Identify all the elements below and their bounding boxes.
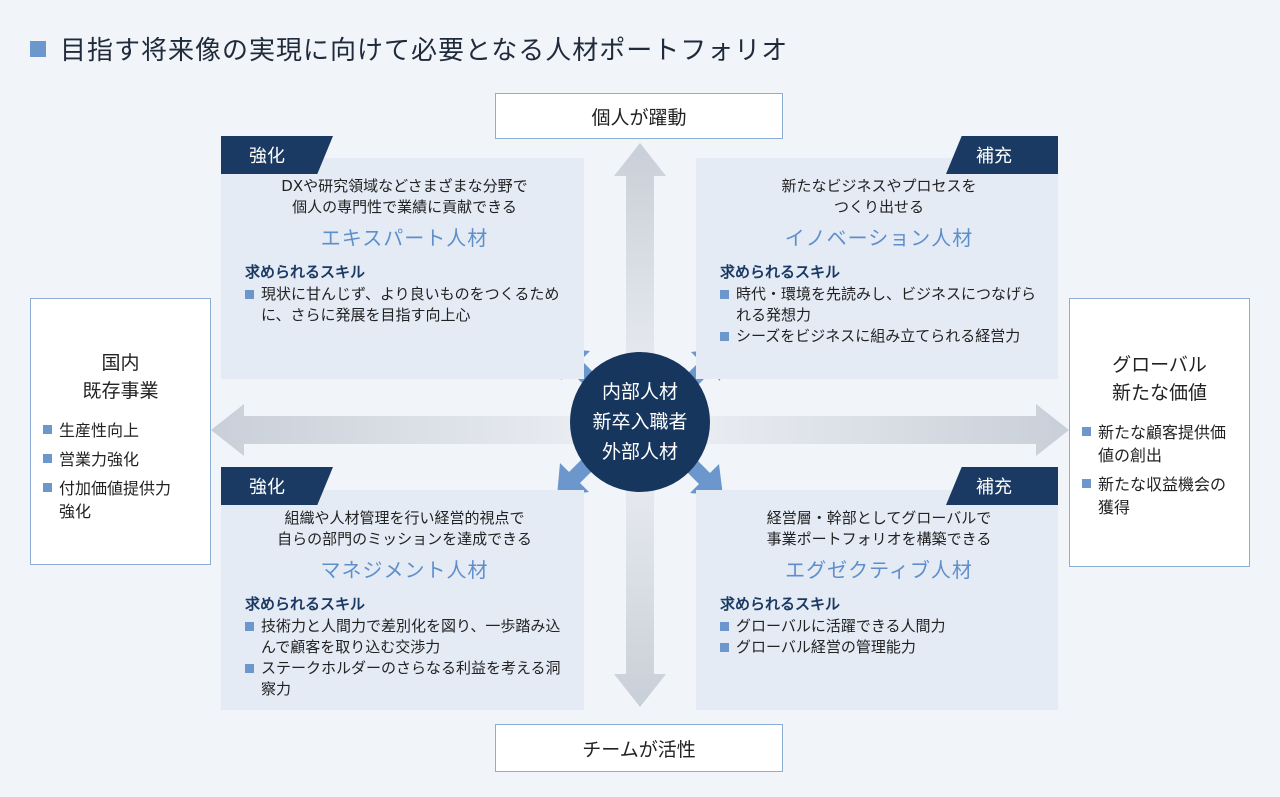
tag-supplement: 補充 bbox=[946, 467, 1058, 505]
talent-type-name: イノベーション人材 bbox=[784, 226, 974, 250]
bullet-square-icon bbox=[720, 290, 729, 299]
list-item: ステークホルダーのさらなる利益を考える洞察力 bbox=[245, 658, 564, 700]
talent-source-circle: 内部人材 新卒入職者 外部人材 bbox=[570, 352, 710, 492]
desc-line: つくり出せる bbox=[833, 198, 924, 216]
bullet-square-icon bbox=[43, 483, 52, 492]
bullet-square-icon bbox=[245, 664, 254, 673]
talent-type-name: マネジメント人材 bbox=[320, 558, 489, 582]
skills-heading: 求められるスキル bbox=[245, 263, 366, 281]
page-title: 目指す将来像の実現に向けて必要となる人材ポートフォリオ bbox=[30, 30, 788, 67]
skill-text: シーズをビジネスに組み立てられる経営力 bbox=[736, 327, 1021, 345]
list-item-text: 営業力強化 bbox=[59, 450, 140, 469]
center-line-new-graduates: 新卒入職者 bbox=[592, 411, 688, 433]
center-line-external: 外部人材 bbox=[601, 441, 678, 463]
skills-list: 時代・環境を先読みし、ビジネスにつなげられる発想力 シーズをビジネスに組み立てら… bbox=[720, 284, 1038, 347]
bullet-square-icon bbox=[1082, 479, 1091, 488]
quadrant-expert: DXや研究領域などさまざまな分野で 個人の専門性で業績に貢献できる エキスパート… bbox=[221, 158, 584, 379]
tag-supplement: 補充 bbox=[946, 136, 1058, 174]
axis-top-label: 個人が躍動 bbox=[495, 93, 783, 139]
quadrant-description: 組織や人材管理を行い経営的視点で 自らの部門のミッションを達成できる bbox=[245, 508, 564, 550]
center-line-internal: 内部人材 bbox=[601, 381, 678, 403]
list-item: 現状に甘んじず、より良いものをつくるために、さらに発展を目指す向上心 bbox=[245, 284, 564, 326]
bullet-square-icon bbox=[43, 425, 52, 434]
desc-line: 組織や人材管理を行い経営的視点で bbox=[284, 509, 525, 527]
list-item: 生産性向上 bbox=[39, 419, 202, 442]
skills-heading: 求められるスキル bbox=[245, 595, 366, 613]
bullet-square-icon bbox=[43, 454, 52, 463]
left-title-line2: 既存事業 bbox=[82, 380, 159, 402]
list-item: シーズをビジネスに組み立てられる経営力 bbox=[720, 326, 1038, 347]
list-item: 技術力と人間力で差別化を図り、一歩踏み込んで顧客を取り込む交渉力 bbox=[245, 616, 564, 658]
right-item-list: 新たな顧客提供価値の創出 新たな収益機会の獲得 bbox=[1078, 421, 1241, 519]
quadrant-description: 新たなビジネスやプロセスを つくり出せる bbox=[720, 176, 1038, 218]
tag-strengthen: 強化 bbox=[221, 467, 333, 505]
list-item: 営業力強化 bbox=[39, 448, 202, 471]
bullet-square-icon bbox=[245, 290, 254, 299]
list-item: 新たな収益機会の獲得 bbox=[1078, 473, 1241, 519]
list-item: 時代・環境を先読みし、ビジネスにつなげられる発想力 bbox=[720, 284, 1038, 326]
skills-list: 現状に甘んじず、より良いものをつくるために、さらに発展を目指す向上心 bbox=[245, 284, 564, 326]
list-item: 新たな顧客提供価値の創出 bbox=[1078, 421, 1241, 467]
talent-type-name: エキスパート人材 bbox=[320, 226, 489, 250]
skill-text: 時代・環境を先読みし、ビジネスにつなげられる発想力 bbox=[736, 285, 1037, 324]
skills-heading: 求められるスキル bbox=[720, 263, 841, 281]
quadrant-executive: 経営層・幹部としてグローバルで 事業ポートフォリオを構築できる エグゼクティブ人… bbox=[696, 490, 1058, 710]
bullet-square-icon bbox=[720, 332, 729, 341]
page-title-text: 目指す将来像の実現に向けて必要となる人材ポートフォリオ bbox=[60, 36, 789, 66]
bullet-square-icon bbox=[1082, 427, 1091, 436]
list-item: グローバル経営の管理能力 bbox=[720, 637, 1038, 658]
tag-strengthen: 強化 bbox=[221, 136, 333, 174]
bullet-square-icon bbox=[720, 622, 729, 631]
desc-line: 事業ポートフォリオを構築できる bbox=[766, 530, 992, 548]
title-square-icon bbox=[30, 40, 46, 57]
list-item: 付加価値提供力強化 bbox=[39, 477, 202, 523]
skills-list: グローバルに活躍できる人間力 グローバル経営の管理能力 bbox=[720, 616, 1038, 658]
axis-bottom-label: チームが活性 bbox=[495, 724, 783, 772]
right-domain-title: グローバル 新たな価値 bbox=[1078, 351, 1241, 407]
skill-text: 現状に甘んじず、より良いものをつくるために、さらに発展を目指す向上心 bbox=[261, 285, 560, 324]
left-title-line1: 国内 bbox=[101, 352, 140, 374]
desc-line: 自らの部門のミッションを達成できる bbox=[277, 530, 532, 548]
desc-line: DXや研究領域などさまざまな分野で bbox=[281, 177, 528, 195]
desc-line: 経営層・幹部としてグローバルで bbox=[766, 509, 992, 527]
list-item-text: 生産性向上 bbox=[59, 421, 140, 440]
talent-type-name: エグゼクティブ人材 bbox=[785, 558, 973, 582]
skill-text: グローバルに活躍できる人間力 bbox=[736, 617, 946, 635]
skill-text: ステークホルダーのさらなる利益を考える洞察力 bbox=[261, 659, 561, 698]
list-item-text: 新たな顧客提供価値の創出 bbox=[1098, 423, 1227, 465]
skill-text: 技術力と人間力で差別化を図り、一歩踏み込んで顧客を取り込む交渉力 bbox=[261, 617, 561, 656]
bullet-square-icon bbox=[720, 643, 729, 652]
quadrant-management: 組織や人材管理を行い経営的視点で 自らの部門のミッションを達成できる マネジメン… bbox=[221, 490, 584, 710]
list-item: グローバルに活躍できる人間力 bbox=[720, 616, 1038, 637]
skill-text: グローバル経営の管理能力 bbox=[736, 638, 916, 656]
left-item-list: 生産性向上 営業力強化 付加価値提供力強化 bbox=[39, 419, 202, 523]
right-domain-box: グローバル 新たな価値 新たな顧客提供価値の創出 新たな収益機会の獲得 bbox=[1069, 298, 1250, 567]
skills-list: 技術力と人間力で差別化を図り、一歩踏み込んで顧客を取り込む交渉力 ステークホルダ… bbox=[245, 616, 564, 700]
quadrant-description: DXや研究領域などさまざまな分野で 個人の専門性で業績に貢献できる bbox=[245, 176, 564, 218]
list-item-text: 付加価値提供力強化 bbox=[59, 479, 172, 521]
desc-line: 新たなビジネスやプロセスを bbox=[781, 177, 977, 195]
list-item-text: 新たな収益機会の獲得 bbox=[1098, 475, 1227, 517]
left-domain-title: 国内 既存事業 bbox=[39, 349, 202, 405]
quadrant-description: 経営層・幹部としてグローバルで 事業ポートフォリオを構築できる bbox=[720, 508, 1038, 550]
right-title-line2: 新たな価値 bbox=[1111, 382, 1207, 404]
right-title-line1: グローバル bbox=[1112, 354, 1207, 376]
skills-heading: 求められるスキル bbox=[720, 595, 841, 613]
quadrant-innovation: 新たなビジネスやプロセスを つくり出せる イノベーション人材 求められるスキル … bbox=[696, 158, 1058, 379]
bullet-square-icon bbox=[245, 622, 254, 631]
left-domain-box: 国内 既存事業 生産性向上 営業力強化 付加価値提供力強化 bbox=[30, 298, 211, 565]
desc-line: 個人の専門性で業績に貢献できる bbox=[292, 198, 517, 216]
